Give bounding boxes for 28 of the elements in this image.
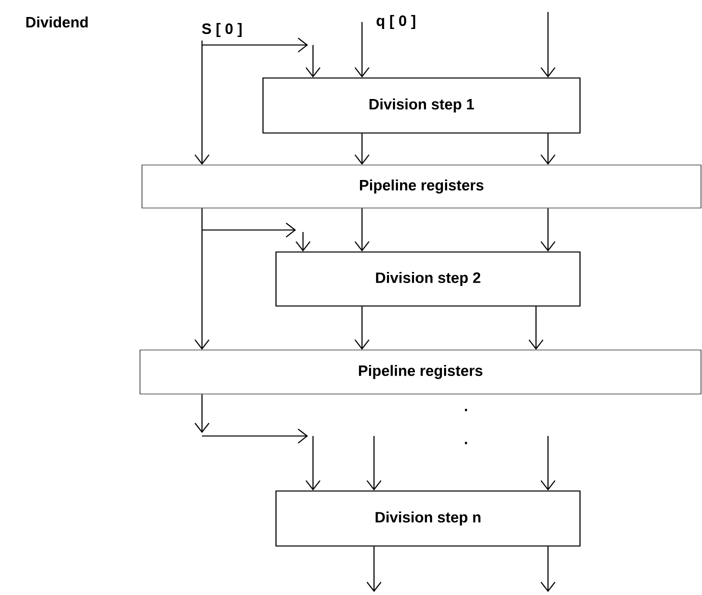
signal-label: S [ 0 ] — [202, 23, 242, 37]
signal-label: q [ 0 ] — [375, 14, 417, 30]
arrow — [354, 208, 370, 252]
arrow — [540, 436, 556, 490]
arrow — [194, 394, 210, 433]
pipeline-register-bar: Pipeline registers — [142, 164, 702, 208]
division-step-box: Division step n — [275, 490, 581, 547]
dot: . — [462, 440, 470, 446]
arrow — [366, 436, 382, 490]
signal-label: Dividend — [24, 16, 90, 29]
division-step-box: Division step 1 — [262, 77, 581, 134]
arrow — [354, 22, 370, 78]
arrow — [540, 546, 556, 592]
arrow — [296, 232, 310, 252]
arrow — [366, 546, 382, 592]
arrow — [540, 134, 556, 165]
arrow — [194, 40, 210, 165]
arrow — [528, 306, 544, 350]
arrow — [354, 306, 370, 350]
arrow — [540, 208, 556, 252]
division-step-box: Division step 2 — [275, 251, 581, 307]
arrow — [306, 45, 320, 78]
arrow — [540, 12, 556, 78]
arrow — [194, 208, 210, 350]
arrow — [306, 436, 320, 490]
dot: . — [462, 408, 470, 412]
arrow — [354, 134, 370, 165]
pipeline-register-bar: Pipeline registers — [140, 350, 702, 394]
